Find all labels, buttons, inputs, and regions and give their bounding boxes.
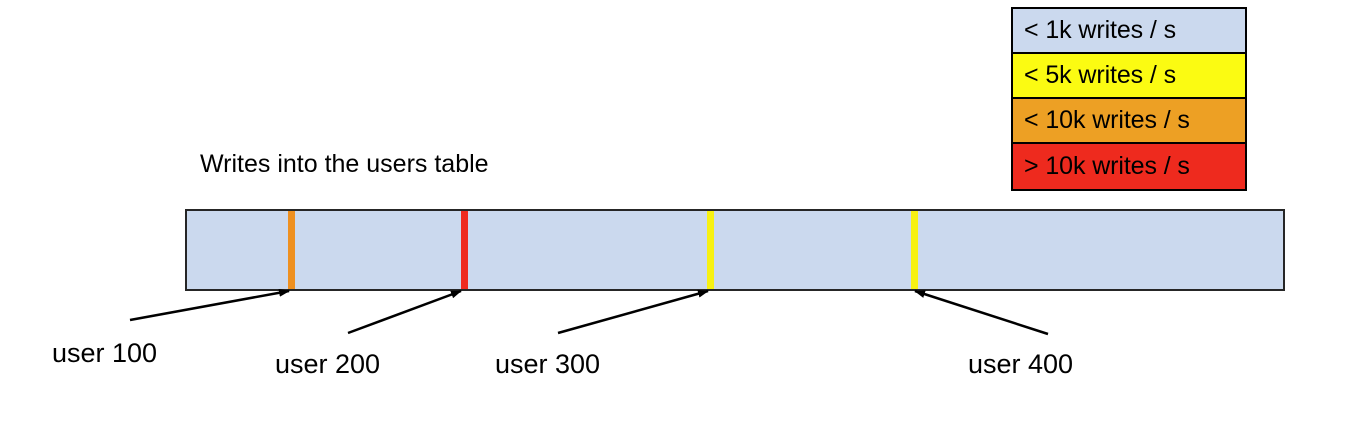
legend-row-under-10k: < 10k writes / s xyxy=(1013,99,1245,144)
legend-label-under-1k: < 1k writes / s xyxy=(1024,16,1177,44)
legend: < 1k writes / s < 5k writes / s < 10k wr… xyxy=(1011,7,1247,191)
callout-label-user-300: user 300 xyxy=(495,349,601,379)
legend-label-under-10k: < 10k writes / s xyxy=(1024,106,1190,134)
marker-user-200 xyxy=(461,211,468,289)
arrow-line-group xyxy=(129,288,1049,336)
marker-user-300 xyxy=(707,211,714,289)
legend-row-under-5k: < 5k writes / s xyxy=(1013,54,1245,99)
legend-label-under-5k: < 5k writes / s xyxy=(1024,61,1177,89)
callout-label-user-200: user 200 xyxy=(275,349,381,379)
marker-user-400 xyxy=(911,211,918,289)
legend-label-over-10k: > 10k writes / s xyxy=(1024,152,1190,180)
callout-label-user-100: user 100 xyxy=(52,338,158,368)
marker-user-100 xyxy=(288,211,295,289)
legend-row-over-10k: > 10k writes / s xyxy=(1013,144,1245,189)
chart-title: Writes into the users table xyxy=(200,150,489,178)
legend-row-under-1k: < 1k writes / s xyxy=(1013,9,1245,54)
callout-label-user-400: user 400 xyxy=(968,349,1074,379)
users-table-bar xyxy=(185,209,1285,291)
